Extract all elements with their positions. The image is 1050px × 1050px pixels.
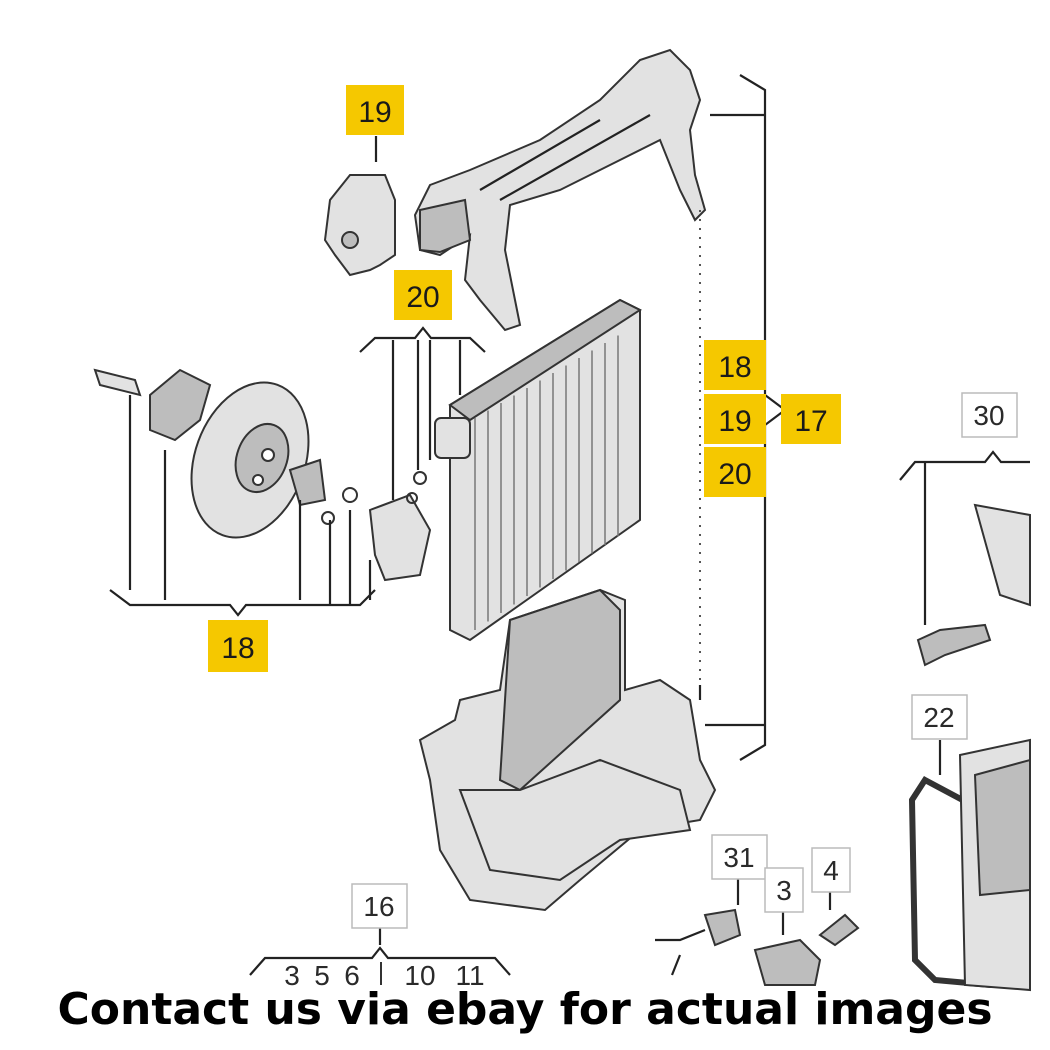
svg-text:3: 3 xyxy=(776,875,792,906)
contact-caption: Contact us via ebay for actual images xyxy=(57,984,993,1035)
actuator-3 xyxy=(753,910,822,986)
callout-22: 22 xyxy=(911,694,968,740)
housing-tray xyxy=(418,588,717,912)
screw-4 xyxy=(818,890,860,947)
bracket-18-bottom xyxy=(109,395,376,617)
svg-text:6: 6 xyxy=(344,960,360,991)
callout-20-group: 20 xyxy=(704,447,766,497)
callout-sub-11: 11 xyxy=(455,960,484,991)
svg-text:5: 5 xyxy=(314,960,330,991)
evaporator-core xyxy=(434,298,643,642)
bracket-20-top xyxy=(359,326,486,500)
svg-text:17: 17 xyxy=(794,405,827,438)
callout-sub-6: 6 xyxy=(344,960,360,991)
sensor-31 xyxy=(655,878,742,976)
callout-4: 4 xyxy=(811,847,851,893)
callout-3: 3 xyxy=(764,867,804,913)
svg-text:18: 18 xyxy=(221,632,254,665)
mounting-rail xyxy=(413,48,707,332)
svg-text:18: 18 xyxy=(718,351,751,384)
svg-text:19: 19 xyxy=(358,96,391,129)
callout-30: 30 xyxy=(961,392,1018,438)
callout-18-group: 18 xyxy=(704,340,766,390)
valve-assembly xyxy=(93,368,432,582)
svg-text:22: 22 xyxy=(923,702,954,733)
cover-part-19 xyxy=(323,136,396,277)
callout-16: 16 xyxy=(351,883,408,929)
svg-text:4: 4 xyxy=(823,855,839,886)
svg-text:20: 20 xyxy=(406,281,439,314)
callout-18-valve: 18 xyxy=(208,620,268,672)
callout-20-valve: 20 xyxy=(394,270,452,320)
bracket-16 xyxy=(249,927,511,976)
svg-text:19: 19 xyxy=(718,405,751,438)
callout-sub-5: 5 xyxy=(314,960,330,991)
callout-31: 31 xyxy=(711,834,768,880)
svg-text:30: 30 xyxy=(973,400,1004,431)
callout-17-assembly: 17 xyxy=(781,394,841,444)
svg-text:20: 20 xyxy=(718,458,751,491)
part-30-assembly xyxy=(899,450,1031,667)
svg-text:11: 11 xyxy=(455,960,484,991)
callout-sub-10: 10 xyxy=(404,960,435,991)
part-22-frame xyxy=(908,738,1031,992)
callout-sub-3: 3 xyxy=(284,960,300,991)
svg-text:16: 16 xyxy=(363,891,394,922)
svg-text:10: 10 xyxy=(404,960,435,991)
callout-19-group: 19 xyxy=(704,394,766,444)
svg-text:31: 31 xyxy=(723,842,754,873)
callout-19-cover: 19 xyxy=(346,85,404,135)
svg-text:3: 3 xyxy=(284,960,300,991)
